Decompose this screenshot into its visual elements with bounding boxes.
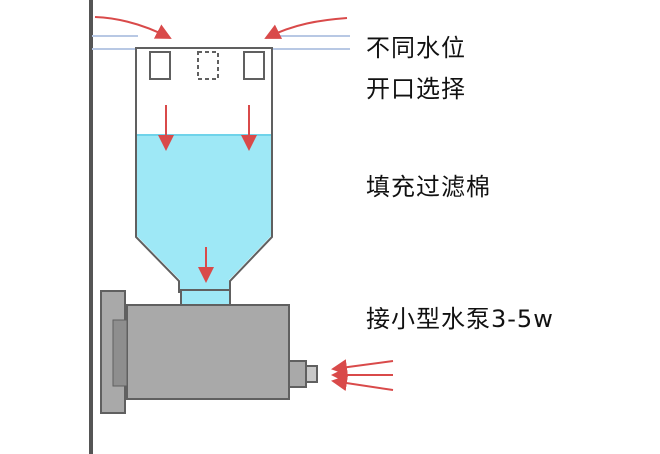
water-level-label-line-2: 开口选择 <box>366 75 466 103</box>
pump-connector <box>180 289 231 307</box>
pump-inlet-nozzle <box>305 365 318 383</box>
pump-inlet <box>288 360 307 388</box>
left-opening-icon <box>149 51 171 80</box>
water-fill <box>137 135 271 291</box>
middle-opening-icon <box>197 51 219 80</box>
right-opening-icon <box>243 51 265 80</box>
red-arrow-icon-inflow-1 <box>331 359 394 376</box>
water-pump-icon <box>126 304 290 400</box>
red-arrow-icon-inflow-3 <box>331 375 394 391</box>
red-arrow-icon-top-left <box>94 16 172 39</box>
red-arrow-icon-top-right <box>264 17 348 39</box>
filter-cotton-label: 填充过滤棉 <box>366 173 491 201</box>
pump-inner-plate <box>112 319 128 387</box>
water-level-label-line-1: 不同水位 <box>366 34 466 62</box>
pump-label: 接小型水泵3-5w <box>366 305 554 333</box>
